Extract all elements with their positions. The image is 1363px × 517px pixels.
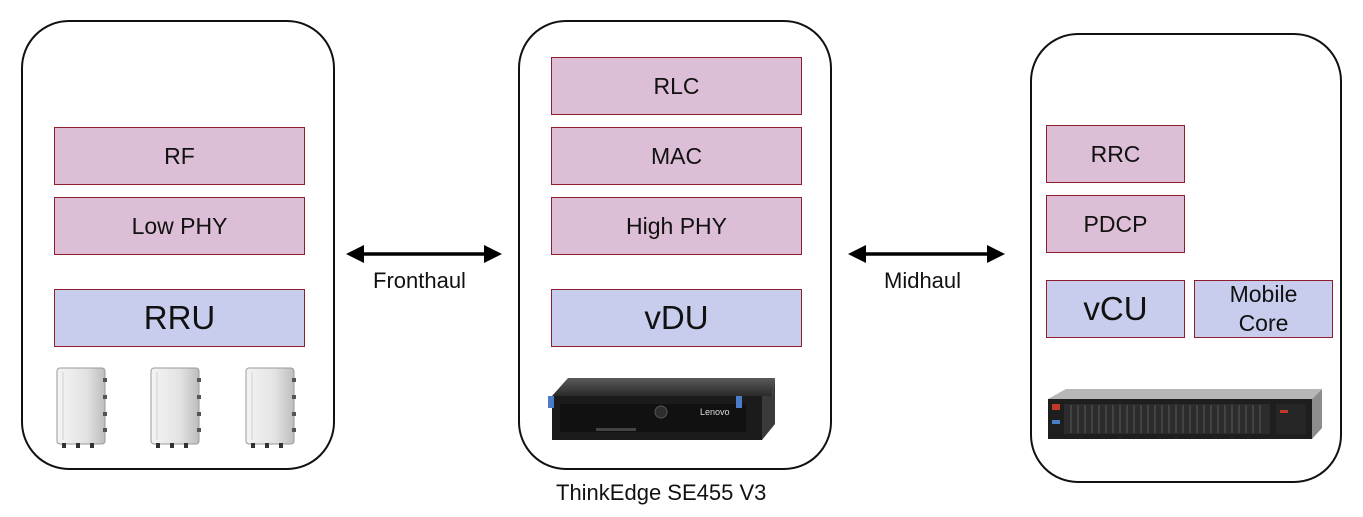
thinkedge-server: Lenovo — [548, 378, 775, 440]
mobile-core-node: Mobile Core — [1194, 280, 1333, 338]
rru-unit-2 — [150, 367, 201, 448]
rlc-layer: RLC — [551, 57, 802, 115]
midhaul-label: Midhaul — [884, 268, 962, 293]
mobile-core-line1: Mobile — [1229, 281, 1298, 308]
fronthaul-arrow — [346, 245, 502, 263]
vcu-node: vCU — [1046, 280, 1185, 338]
rru-node: RRU — [54, 289, 305, 347]
low-phy-layer: Low PHY — [54, 197, 305, 255]
fronthaul-label: Fronthaul — [373, 268, 466, 293]
rru-unit-3 — [245, 367, 296, 448]
rrc-layer: RRC — [1046, 125, 1185, 183]
mac-layer: MAC — [551, 127, 802, 185]
rru-unit-1 — [56, 367, 107, 448]
server-brand-text: Lenovo — [700, 407, 730, 417]
vdu-node: vDU — [551, 289, 802, 347]
midhaul-arrow — [848, 245, 1005, 263]
pdcp-layer: PDCP — [1046, 195, 1185, 253]
server-caption: ThinkEdge SE455 V3 — [556, 480, 767, 505]
rack-server — [1048, 389, 1322, 439]
high-phy-layer: High PHY — [551, 197, 802, 255]
rf-layer: RF — [54, 127, 305, 185]
mobile-core-line2: Core — [1238, 310, 1289, 336]
